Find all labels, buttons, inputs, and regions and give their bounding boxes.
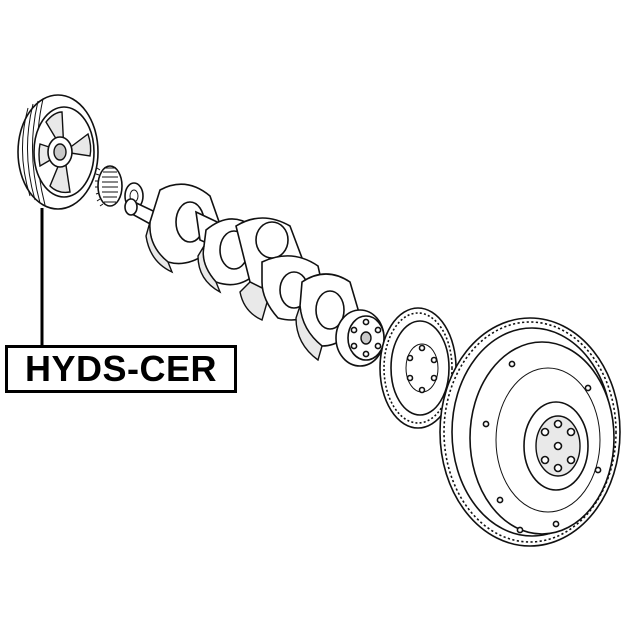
timing-sprocket-icon [95,165,144,210]
flywheel-icon [439,317,621,547]
part-number-label: HYDS-CER [5,345,237,393]
crankshaft-pulley-icon [17,94,99,210]
crankshaft-icon [124,183,385,367]
drive-plate-icon [379,307,457,429]
